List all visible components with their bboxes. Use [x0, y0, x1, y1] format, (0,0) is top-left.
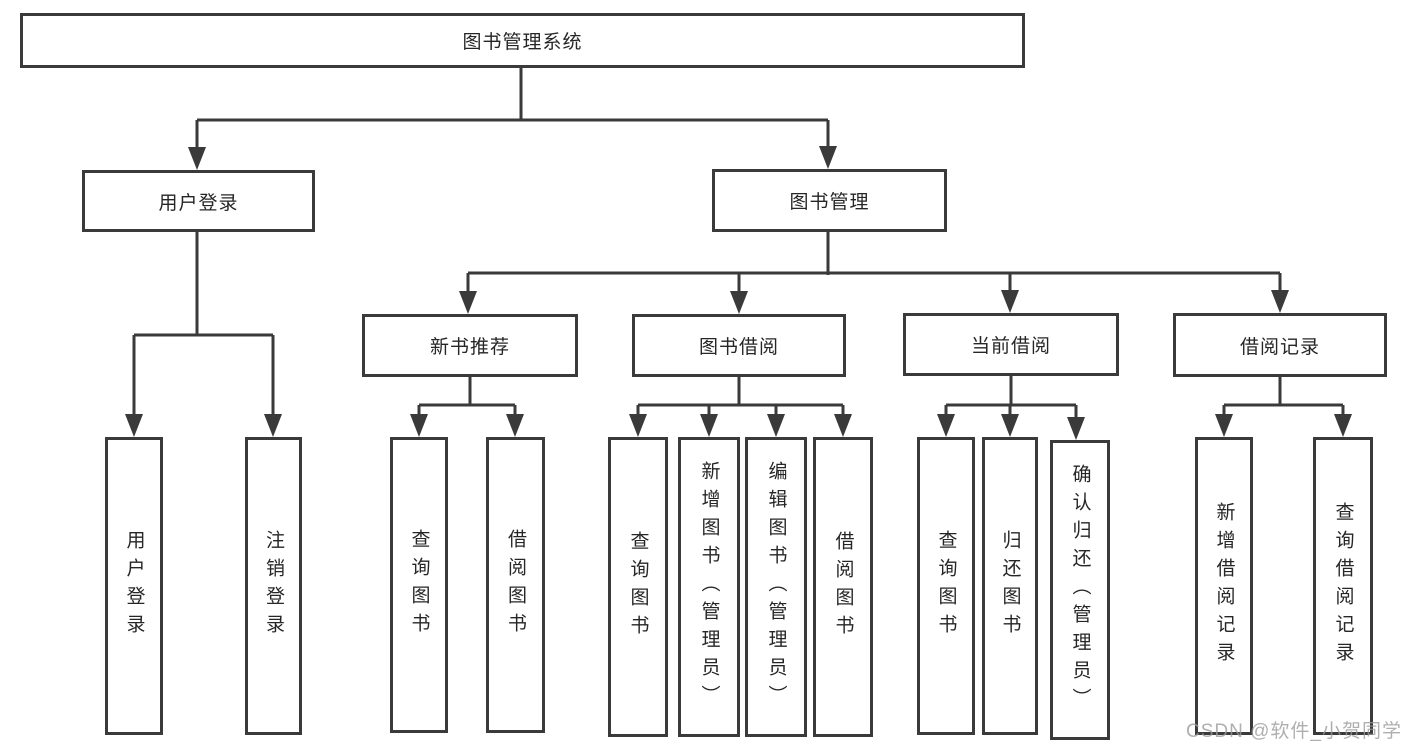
leaf-borrow-book-recommend: 借阅图书 — [486, 437, 545, 733]
leaf-add-borrow-record: 新增借阅记录 — [1195, 437, 1253, 735]
leaf-query-book-borrow: 查询图书 — [608, 437, 668, 737]
node-new-book-recommend: 新书推荐 — [362, 314, 578, 377]
arrowhead-icon — [506, 414, 524, 437]
node-current-borrow: 当前借阅 — [903, 313, 1119, 376]
node-borrow-record: 借阅记录 — [1173, 313, 1387, 377]
csdn-watermark: CSDN @软件_小贺同学 — [1186, 721, 1402, 742]
leaf-query-book-recommend: 查询图书 — [390, 437, 448, 733]
arrowhead-icon — [1001, 290, 1019, 313]
connector-path — [132, 68, 1345, 420]
arrowhead-icon — [767, 414, 785, 437]
arrowhead-icon — [188, 147, 206, 170]
leaf-logout: 注销登录 — [245, 437, 302, 735]
arrowhead-icon — [1067, 417, 1085, 440]
arrowhead-icon — [730, 291, 748, 314]
arrowhead-icon — [264, 414, 282, 437]
arrowhead-icon — [125, 414, 143, 437]
leaf-query-book-current: 查询图书 — [917, 437, 975, 735]
arrowhead-icon — [834, 414, 852, 437]
arrowhead-icon — [410, 414, 428, 437]
leaf-user-login: 用户登录 — [105, 437, 163, 735]
leaf-add-book-admin: 新增图书（管理员） — [678, 437, 740, 737]
leaf-confirm-return-admin: 确认归还（管理员） — [1050, 440, 1110, 740]
arrowhead-icon — [1001, 414, 1019, 437]
arrowhead-icon — [629, 414, 647, 437]
leaf-query-borrow-record: 查询借阅记录 — [1313, 437, 1373, 735]
leaf-borrow-book: 借阅图书 — [813, 437, 873, 737]
node-book-management: 图书管理 — [712, 169, 947, 232]
node-user-login: 用户登录 — [82, 170, 315, 232]
arrowhead-icon — [1215, 414, 1233, 437]
node-book-borrow: 图书借阅 — [632, 314, 846, 377]
arrowhead-icon — [937, 414, 955, 437]
arrowhead-icon — [819, 146, 837, 169]
arrowhead-icon — [700, 414, 718, 437]
node-root-system: 图书管理系统 — [20, 13, 1025, 68]
arrowhead-icon — [459, 291, 477, 314]
arrowhead-icon — [1271, 290, 1289, 313]
leaf-edit-book-admin: 编辑图书（管理员） — [745, 437, 807, 737]
arrowhead-icon — [1334, 414, 1352, 437]
leaf-return-book: 归还图书 — [982, 437, 1038, 735]
